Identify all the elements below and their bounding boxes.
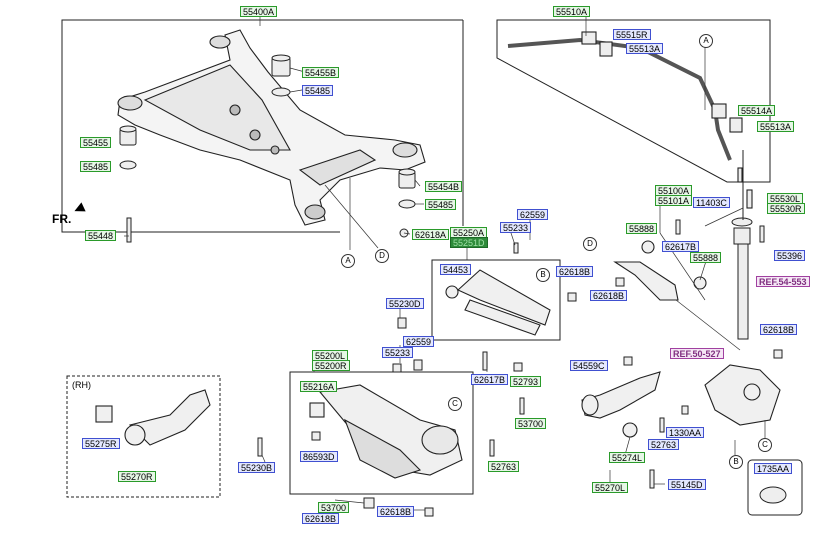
part-label[interactable]: 52763 (488, 461, 520, 472)
part-label[interactable]: 55510A (553, 6, 591, 17)
part-label[interactable]: 54453 (440, 264, 472, 275)
part-label[interactable]: 55514A (738, 105, 776, 116)
callout-d: D (583, 237, 597, 251)
part-label[interactable]: 55455 (80, 137, 112, 148)
part-label[interactable]: 55230B (238, 462, 276, 473)
part-label[interactable]: 55400A (240, 6, 278, 17)
part-label[interactable]: 55200R (312, 360, 350, 371)
upper-arm-drawing (445, 240, 707, 336)
reference-label[interactable]: REF.54-553 (756, 276, 810, 287)
part-label[interactable]: 55485 (80, 161, 112, 172)
part-label[interactable]: 55448 (85, 230, 117, 241)
part-label[interactable]: 62617B (471, 374, 509, 385)
part-label[interactable]: 55270L (592, 482, 629, 493)
part-label[interactable]: 55233 (500, 222, 532, 233)
part-label[interactable]: 55513A (626, 43, 664, 54)
callout-d: D (375, 249, 389, 263)
part-label[interactable]: 62618B (556, 266, 594, 277)
part-label[interactable]: 55888 (690, 252, 722, 263)
callout-a: A (699, 34, 713, 48)
trailing-arm-drawing (581, 371, 661, 438)
fasteners (257, 219, 787, 517)
callout-b: B (536, 268, 550, 282)
part-label[interactable]: 55230D (386, 298, 424, 309)
upper-arm-group-outline (431, 259, 561, 341)
lower-arm-group-outline (289, 371, 474, 495)
part-label[interactable]: 53700 (318, 502, 350, 513)
part-label[interactable]: 55233 (382, 347, 414, 358)
part-label[interactable]: 1735AA (754, 463, 793, 474)
part-label[interactable]: 62618B (590, 290, 628, 301)
part-label[interactable]: 55454B (425, 181, 463, 192)
part-label[interactable]: 55485 (425, 199, 457, 210)
part-label[interactable]: 52763 (648, 439, 680, 450)
part-label[interactable]: 55101A (655, 195, 693, 206)
part-label[interactable]: 55530R (767, 203, 805, 214)
rh-box-outline (66, 375, 221, 498)
plug-box-outline (747, 459, 803, 516)
part-label[interactable]: 52793 (510, 376, 542, 387)
part-label[interactable]: 55455B (302, 67, 340, 78)
subframe-bushings (119, 54, 416, 243)
shock-absorber-drawing (731, 150, 753, 340)
subframe-drawing (117, 29, 426, 226)
stabilizer-drawing (507, 31, 753, 209)
front-direction-label: FR. (52, 212, 72, 226)
callout-c: C (448, 397, 462, 411)
callout-b: B (729, 455, 743, 469)
knuckle-drawing (704, 364, 781, 426)
part-label[interactable]: 55270R (118, 471, 156, 482)
part-label[interactable]: 53700 (515, 418, 547, 429)
part-label[interactable]: 55396 (774, 250, 806, 261)
part-label[interactable]: 62559 (403, 336, 435, 347)
callout-c: C (758, 438, 772, 452)
part-label[interactable]: 11403C (693, 197, 730, 208)
callout-a: A (341, 254, 355, 268)
part-label[interactable]: 55515R (613, 29, 651, 40)
part-label[interactable]: 55216A (300, 381, 338, 392)
part-label[interactable]: 55145D (668, 479, 706, 490)
part-label[interactable]: 1330AA (666, 427, 705, 438)
part-label[interactable]: 55274L (609, 452, 646, 463)
lower-arm-drawing (309, 384, 463, 479)
subframe-group-outline (61, 19, 463, 233)
reference-label[interactable]: REF.50-527 (670, 348, 724, 359)
part-label[interactable]: 62618A (412, 229, 450, 240)
part-label[interactable]: 62618B (302, 513, 340, 524)
leader-lines (119, 16, 766, 511)
rh-label: (RH) (72, 380, 91, 390)
part-label[interactable]: 54559C (570, 360, 608, 371)
part-label[interactable]: 55888 (626, 223, 658, 234)
part-label[interactable]: 55485 (302, 85, 334, 96)
part-label[interactable]: 62618B (377, 506, 415, 517)
part-label[interactable]: 55275R (82, 438, 120, 449)
part-label-selected[interactable]: 55251D (450, 237, 488, 248)
part-label[interactable]: 62559 (517, 209, 549, 220)
part-label[interactable]: 62617B (662, 241, 700, 252)
part-label[interactable]: 62618B (760, 324, 798, 335)
stabilizer-group-outline (496, 19, 771, 183)
rh-trailing-arm-drawing (95, 389, 211, 446)
part-label[interactable]: 86593D (300, 451, 338, 462)
part-label[interactable]: 55513A (757, 121, 795, 132)
